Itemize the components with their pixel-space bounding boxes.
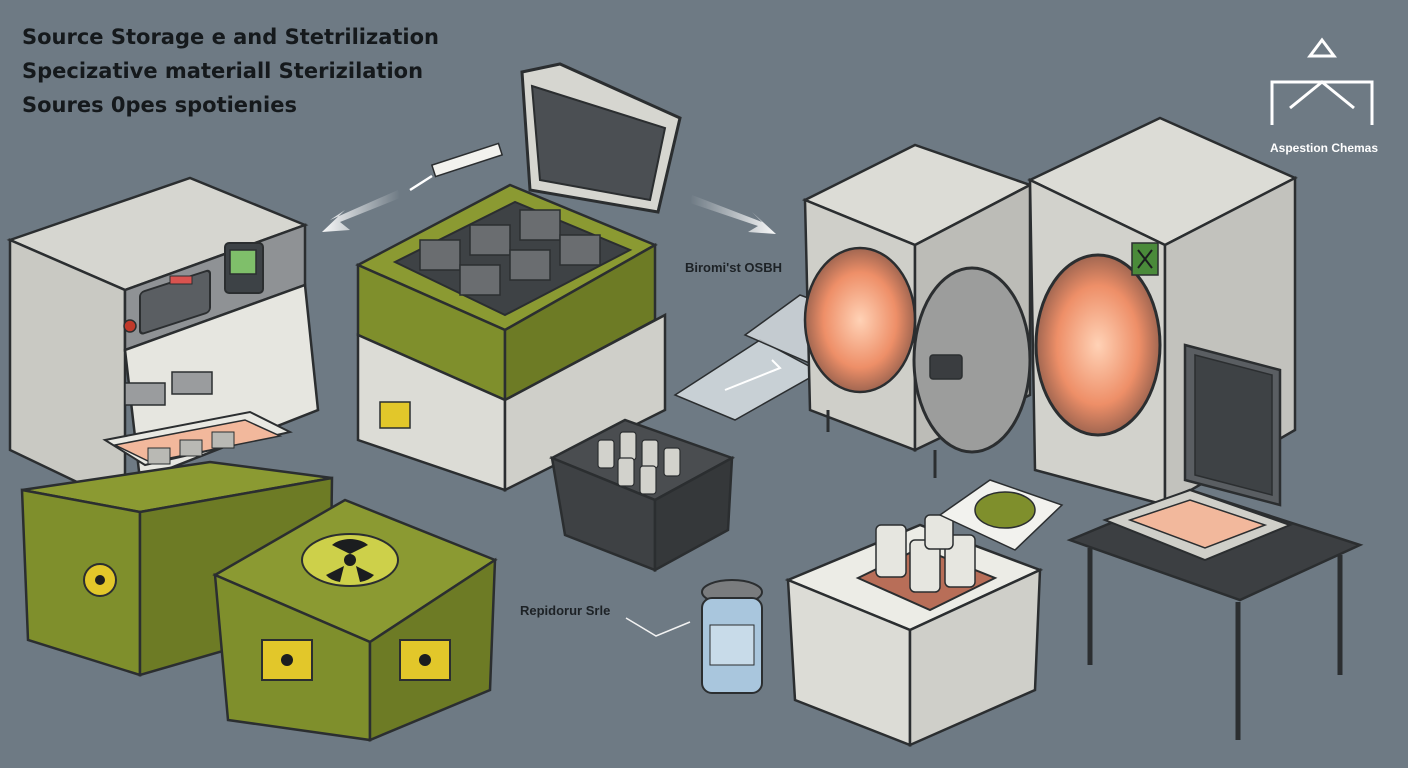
title-line-1: Source Storage e and Stetrilization — [22, 25, 439, 49]
right-autoclave-right — [1027, 116, 1298, 508]
white-cube-table — [784, 479, 1064, 747]
center-olive-autoclave — [355, 62, 682, 493]
repository-label-pointer — [625, 617, 691, 637]
arrow-right — [690, 195, 776, 234]
vial-container — [549, 418, 736, 573]
transfer-label: Biromi'st OSBH — [685, 260, 782, 275]
syringe-icon — [409, 142, 504, 192]
right-autoclave-left — [801, 143, 1034, 478]
side-table-station — [1066, 343, 1364, 740]
repository-label: Repidorur Srle — [520, 603, 611, 618]
title-line-2: Specizative materiall Sterizilation — [22, 59, 424, 83]
olive-storage-bin-front — [212, 498, 498, 742]
arrow-left — [322, 190, 400, 232]
specimen-jar — [701, 579, 763, 694]
left-sterilizer-cabinet — [6, 176, 320, 507]
diagram-title-block: Source Storage e and Stetrilization Spec… — [22, 20, 439, 122]
title-line-3: Soures 0pes spotienies — [22, 93, 297, 117]
brand-logo-mark — [1270, 37, 1374, 125]
olive-storage-bin-back — [20, 460, 334, 677]
brand-logo-text: Aspestion Chemas — [1270, 141, 1379, 155]
